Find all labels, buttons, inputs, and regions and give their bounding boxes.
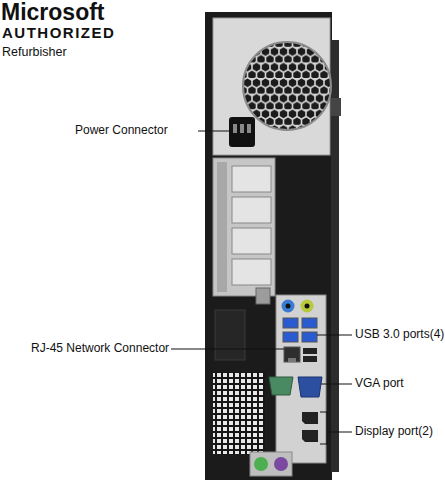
- callout-label: RJ-45 Network Connector: [31, 341, 169, 356]
- chassis-tab: [331, 98, 341, 116]
- ps2-port: [274, 457, 288, 471]
- ps2-plate: [250, 452, 292, 476]
- callout-label: Display port(2): [355, 424, 433, 439]
- slot-cover: [232, 166, 271, 192]
- leader-line: [321, 384, 352, 385]
- leader-line: [171, 349, 284, 350]
- callout-label: USB 3.0 ports(4): [355, 327, 444, 342]
- power-connector: [229, 117, 255, 147]
- usb-port: [303, 348, 317, 354]
- power-pin: [233, 124, 237, 133]
- serial-port: [269, 377, 293, 395]
- usb-port: [303, 356, 317, 362]
- leader-line: [317, 335, 352, 336]
- usb-port: [302, 318, 317, 328]
- rj45-port: [284, 347, 300, 362]
- padlock-loop: [256, 288, 270, 304]
- psu-plate: [213, 18, 330, 155]
- leader-line: [198, 131, 229, 132]
- rj45-latch: [288, 358, 296, 362]
- fan-grille: [243, 42, 331, 130]
- vent-grid: [213, 372, 265, 454]
- brand-subtitle: Refurbisher: [2, 44, 67, 60]
- power-pin: [247, 124, 251, 133]
- chassis: [205, 12, 332, 480]
- vga-port: [298, 377, 322, 397]
- displayport: [302, 412, 318, 424]
- usb-port: [283, 318, 298, 328]
- brand-tagline: AUTHORIZED: [2, 23, 115, 42]
- audio-jack: [282, 300, 295, 313]
- slot-cover: [232, 197, 271, 223]
- power-pin: [240, 124, 244, 133]
- callout-label: VGA port: [355, 376, 404, 391]
- audio-jack: [301, 300, 314, 313]
- displayport: [302, 430, 318, 442]
- usb-port: [283, 332, 298, 342]
- audio-hole: [286, 304, 291, 309]
- slot-rail: [217, 162, 227, 292]
- ps2-port: [254, 457, 268, 471]
- slot-cover: [232, 228, 271, 254]
- usb-port: [302, 332, 317, 342]
- slot-cover: [232, 259, 271, 285]
- callout-label: Power Connector: [75, 123, 168, 138]
- chassis-panel: [215, 310, 245, 360]
- expansion-area: [213, 158, 275, 296]
- brand-name: Microsoft: [1, 0, 105, 27]
- bracket: [320, 412, 352, 444]
- audio-hole: [305, 304, 310, 309]
